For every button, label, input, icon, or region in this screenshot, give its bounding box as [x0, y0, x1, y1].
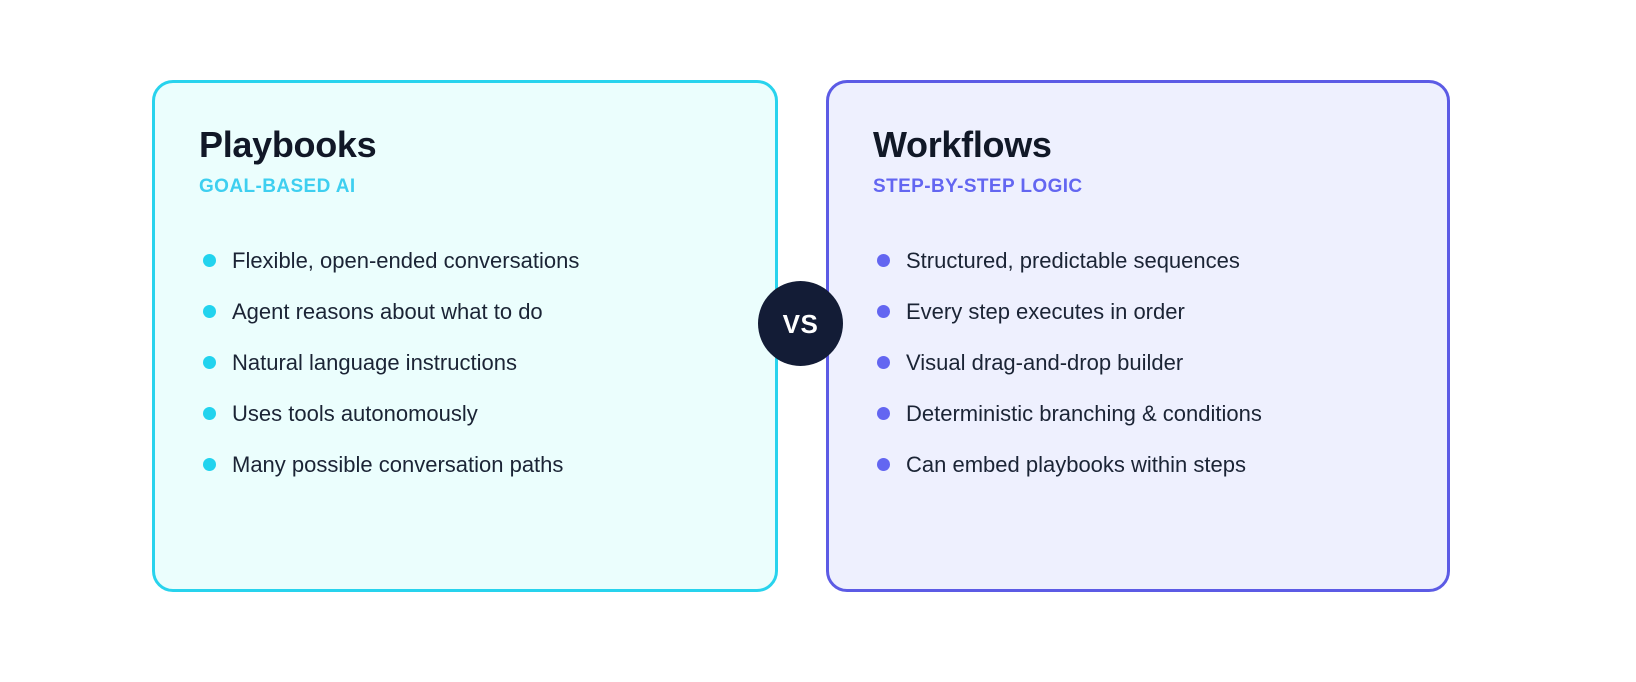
- list-item-label: Every step executes in order: [906, 298, 1185, 324]
- list-item-label: Can embed playbooks within steps: [906, 451, 1246, 477]
- workflows-subtitle: STEP-BY-STEP LOGIC: [873, 176, 1083, 197]
- list-item: Can embed playbooks within steps: [877, 439, 1447, 490]
- bullet-dot-icon: [203, 356, 216, 369]
- list-item-label: Agent reasons about what to do: [232, 298, 543, 324]
- list-item: Agent reasons about what to do: [203, 286, 775, 337]
- list-item-label: Visual drag-and-drop builder: [906, 349, 1184, 375]
- bullet-dot-icon: [203, 458, 216, 471]
- bullet-dot-icon: [877, 407, 890, 420]
- bullet-dot-icon: [203, 305, 216, 318]
- list-item: Every step executes in order: [877, 286, 1447, 337]
- list-item: Natural language instructions: [203, 337, 775, 388]
- list-item: Many possible conversation paths: [203, 439, 775, 490]
- workflows-title: Workflows: [873, 124, 1052, 165]
- versus-label: VS: [782, 308, 819, 339]
- workflows-bullet-list: Structured, predictable sequences Every …: [877, 235, 1447, 490]
- versus-badge: VS: [758, 281, 843, 366]
- list-item-label: Deterministic branching & conditions: [906, 400, 1262, 426]
- playbooks-bullet-list: Flexible, open-ended conversations Agent…: [203, 235, 775, 490]
- list-item: Structured, predictable sequences: [877, 235, 1447, 286]
- playbooks-title: Playbooks: [199, 124, 377, 165]
- comparison-card-workflows: Workflows STEP-BY-STEP LOGIC Structured,…: [826, 80, 1450, 592]
- bullet-dot-icon: [877, 458, 890, 471]
- comparison-card-playbooks: Playbooks GOAL-BASED AI Flexible, open-e…: [152, 80, 778, 592]
- list-item: Uses tools autonomously: [203, 388, 775, 439]
- list-item: Flexible, open-ended conversations: [203, 235, 775, 286]
- list-item-label: Uses tools autonomously: [232, 400, 478, 426]
- bullet-dot-icon: [877, 254, 890, 267]
- bullet-dot-icon: [203, 254, 216, 267]
- bullet-dot-icon: [877, 356, 890, 369]
- list-item: Visual drag-and-drop builder: [877, 337, 1447, 388]
- bullet-dot-icon: [877, 305, 890, 318]
- playbooks-subtitle: GOAL-BASED AI: [199, 176, 356, 197]
- list-item-label: Structured, predictable sequences: [906, 247, 1240, 273]
- bullet-dot-icon: [203, 407, 216, 420]
- list-item-label: Flexible, open-ended conversations: [232, 247, 580, 273]
- list-item: Deterministic branching & conditions: [877, 388, 1447, 439]
- list-item-label: Many possible conversation paths: [232, 451, 564, 477]
- list-item-label: Natural language instructions: [232, 349, 517, 375]
